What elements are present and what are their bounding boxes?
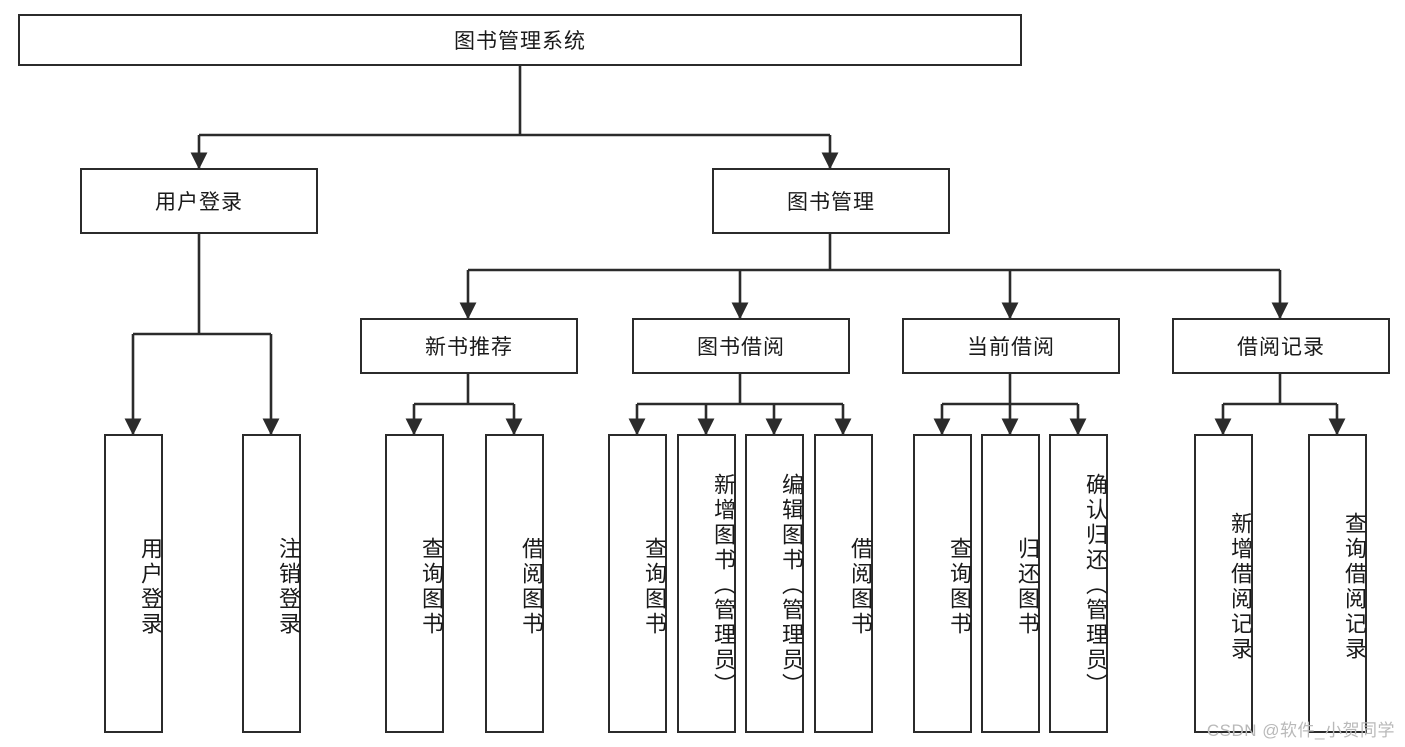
node-root-system[interactable]: 图书管理系统 <box>18 14 1022 66</box>
node-leaf-new-book-borrow-label: 借阅图书 <box>519 536 544 637</box>
node-leaf-record-query-label: 查询借阅记录 <box>1342 511 1367 662</box>
node-book-borrow[interactable]: 图书借阅 <box>632 318 850 374</box>
node-leaf-borrow-borrow-label: 借阅图书 <box>848 536 873 637</box>
node-leaf-new-book-query-label: 查询图书 <box>419 536 444 637</box>
node-leaf-borrow-edit-label: 编辑图书（管理员） <box>779 473 804 698</box>
node-current-borrow-label: 当前借阅 <box>967 336 1055 359</box>
node-leaf-new-book-borrow[interactable]: 借阅图书 <box>485 434 544 733</box>
node-root-system-label: 图书管理系统 <box>454 30 586 53</box>
csdn-watermark: CSDN @软件_小贺同学 <box>1206 721 1395 740</box>
node-leaf-record-add[interactable]: 新增借阅记录 <box>1194 434 1253 733</box>
node-book-management[interactable]: 图书管理 <box>712 168 950 234</box>
node-new-book-recommend-label: 新书推荐 <box>425 336 513 359</box>
node-book-borrow-label: 图书借阅 <box>697 336 785 359</box>
node-user-login-label: 用户登录 <box>155 191 243 214</box>
node-user-login[interactable]: 用户登录 <box>80 168 318 234</box>
node-leaf-current-confirm-return[interactable]: 确认归还（管理员） <box>1049 434 1108 733</box>
node-leaf-user-login-login-label: 用户登录 <box>138 536 163 637</box>
node-leaf-current-query-label: 查询图书 <box>947 536 972 637</box>
node-leaf-user-login-logout-label: 注销登录 <box>276 536 301 637</box>
node-leaf-borrow-query[interactable]: 查询图书 <box>608 434 667 733</box>
node-leaf-user-login-logout[interactable]: 注销登录 <box>242 434 301 733</box>
node-leaf-borrow-borrow[interactable]: 借阅图书 <box>814 434 873 733</box>
node-borrow-record-label: 借阅记录 <box>1237 336 1325 359</box>
node-current-borrow[interactable]: 当前借阅 <box>902 318 1120 374</box>
node-leaf-current-confirm-return-label: 确认归还（管理员） <box>1083 473 1108 698</box>
node-borrow-record[interactable]: 借阅记录 <box>1172 318 1390 374</box>
node-leaf-current-return[interactable]: 归还图书 <box>981 434 1040 733</box>
node-leaf-new-book-query[interactable]: 查询图书 <box>385 434 444 733</box>
node-book-management-label: 图书管理 <box>787 191 875 214</box>
node-leaf-user-login-login[interactable]: 用户登录 <box>104 434 163 733</box>
node-leaf-borrow-edit[interactable]: 编辑图书（管理员） <box>745 434 804 733</box>
node-leaf-current-return-label: 归还图书 <box>1015 536 1040 637</box>
node-leaf-borrow-add-label: 新增图书（管理员） <box>711 473 736 698</box>
node-leaf-current-query[interactable]: 查询图书 <box>913 434 972 733</box>
node-leaf-borrow-query-label: 查询图书 <box>642 536 667 637</box>
node-new-book-recommend[interactable]: 新书推荐 <box>360 318 578 374</box>
node-leaf-borrow-add[interactable]: 新增图书（管理员） <box>677 434 736 733</box>
node-leaf-record-add-label: 新增借阅记录 <box>1228 511 1253 662</box>
node-leaf-record-query[interactable]: 查询借阅记录 <box>1308 434 1367 733</box>
